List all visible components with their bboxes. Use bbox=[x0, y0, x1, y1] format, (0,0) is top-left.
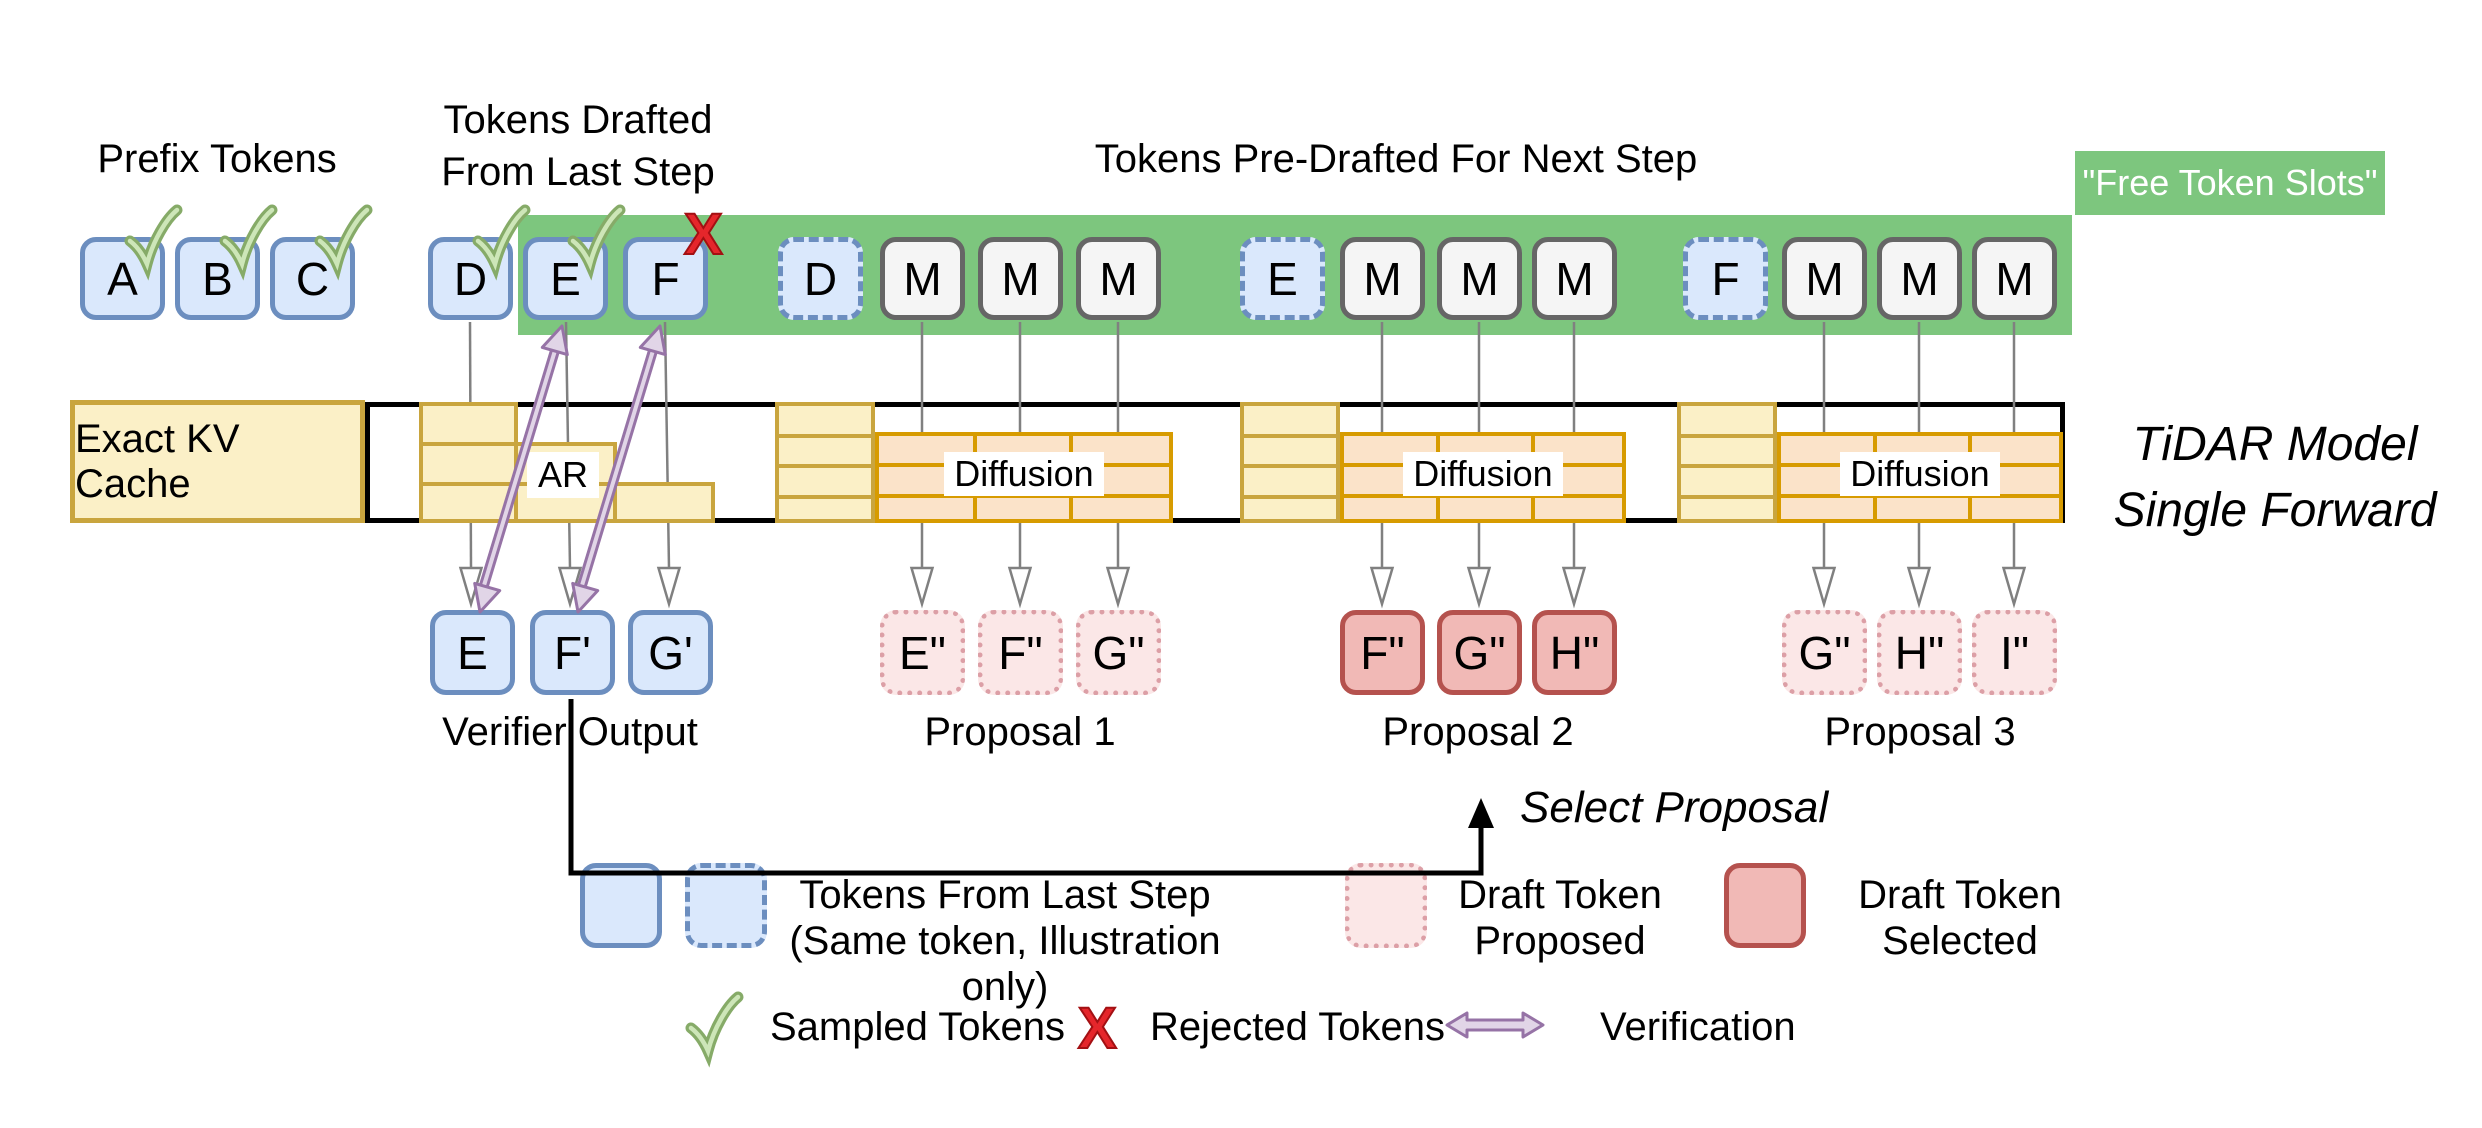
proposal3-token: G" bbox=[1782, 610, 1867, 695]
proposal2-token: G" bbox=[1437, 610, 1522, 695]
rejected-x-icon: X bbox=[683, 202, 724, 267]
verification-double-arrow-icon bbox=[1445, 1011, 1545, 1039]
token-mask: M bbox=[1877, 237, 1962, 320]
verifier-token: E bbox=[430, 610, 515, 695]
verifier-token: G' bbox=[628, 610, 713, 695]
proposal3-token: I" bbox=[1972, 610, 2057, 695]
proposal3-token: H" bbox=[1877, 610, 1962, 695]
sampled-check-icon bbox=[314, 204, 373, 281]
ar-label: AR bbox=[527, 452, 599, 498]
token-mask: M bbox=[1972, 237, 2057, 320]
proposal2-token: H" bbox=[1532, 610, 1617, 695]
proposal2-token: F" bbox=[1340, 610, 1425, 695]
proposal2-label: Proposal 2 bbox=[1382, 710, 1574, 754]
model-name-line2: Single Forward bbox=[2113, 484, 2437, 537]
tokens-drafted-line2: From Last Step bbox=[441, 150, 715, 194]
ar-cell bbox=[419, 402, 518, 446]
legend-solid-blue-box bbox=[580, 863, 662, 948]
token-mask: M bbox=[1782, 237, 1867, 320]
predrafted-label: Tokens Pre-Drafted For Next Step bbox=[1094, 137, 1698, 181]
token-mask: M bbox=[880, 237, 965, 320]
token-mask: M bbox=[1437, 237, 1522, 320]
diffusion-label: Diffusion bbox=[1840, 452, 2000, 496]
model-name: TiDAR Model Single Forward bbox=[2080, 412, 2470, 544]
proposal1-token: G" bbox=[1076, 610, 1161, 695]
prefix-tokens-label: Prefix Tokens bbox=[97, 137, 337, 181]
kv-cache-box: Exact KV Cache bbox=[70, 400, 365, 523]
legend-proposed: Draft Token Proposed bbox=[1458, 873, 1662, 963]
token-drafted-f: F bbox=[623, 237, 708, 320]
legend-verification-label: Verification bbox=[1600, 1005, 1796, 1049]
token-anchor-d: D bbox=[778, 237, 863, 320]
sampled-check-icon bbox=[124, 204, 183, 281]
legend-sampled-label: Sampled Tokens bbox=[770, 1005, 1065, 1049]
diffusion-kv-column bbox=[775, 402, 875, 523]
token-drafted-d: D bbox=[428, 237, 513, 320]
sampled-check-icon bbox=[567, 204, 626, 281]
ar-cell bbox=[613, 482, 715, 523]
proposal3-label: Proposal 3 bbox=[1824, 710, 2016, 754]
legend-dashed-blue-box bbox=[685, 863, 767, 948]
sampled-check-icon bbox=[685, 991, 744, 1068]
legend-selected-box bbox=[1724, 863, 1806, 948]
verifier-token: F' bbox=[530, 610, 615, 695]
sampled-check-icon bbox=[472, 204, 531, 281]
legend-proposed-box bbox=[1345, 863, 1427, 948]
diffusion-label: Diffusion bbox=[1403, 452, 1563, 496]
proposal1-token: E" bbox=[880, 610, 965, 695]
model-name-line1: TiDAR Model bbox=[2132, 418, 2418, 471]
free-token-slots-tag: "Free Token Slots" bbox=[2075, 151, 2385, 215]
token-anchor-e: E bbox=[1240, 237, 1325, 320]
legend-rejected-label: Rejected Tokens bbox=[1150, 1005, 1445, 1049]
select-proposal-arrow bbox=[568, 699, 1494, 876]
token-mask: M bbox=[1532, 237, 1617, 320]
tokens-drafted-label: Tokens Drafted From Last Step bbox=[398, 94, 758, 198]
token-mask: M bbox=[1076, 237, 1161, 320]
sampled-check-icon bbox=[219, 204, 278, 281]
select-proposal-label: Select Proposal bbox=[1520, 783, 1829, 832]
token-mask: M bbox=[978, 237, 1063, 320]
diffusion-kv-column bbox=[1240, 402, 1340, 523]
tokens-drafted-line1: Tokens Drafted bbox=[443, 98, 713, 142]
rejected-x-icon: X bbox=[1077, 996, 1118, 1061]
legend-selected: Draft Token Selected bbox=[1858, 873, 2062, 963]
diffusion-label: Diffusion bbox=[944, 452, 1104, 496]
diffusion-kv-column bbox=[1677, 402, 1777, 523]
token-mask: M bbox=[1340, 237, 1425, 320]
proposal1-token: F" bbox=[978, 610, 1063, 695]
proposal1-label: Proposal 1 bbox=[924, 710, 1116, 754]
token-anchor-f: F bbox=[1683, 237, 1768, 320]
legend-last-step: Tokens From Last Step (Same token, Illus… bbox=[789, 873, 1221, 1009]
